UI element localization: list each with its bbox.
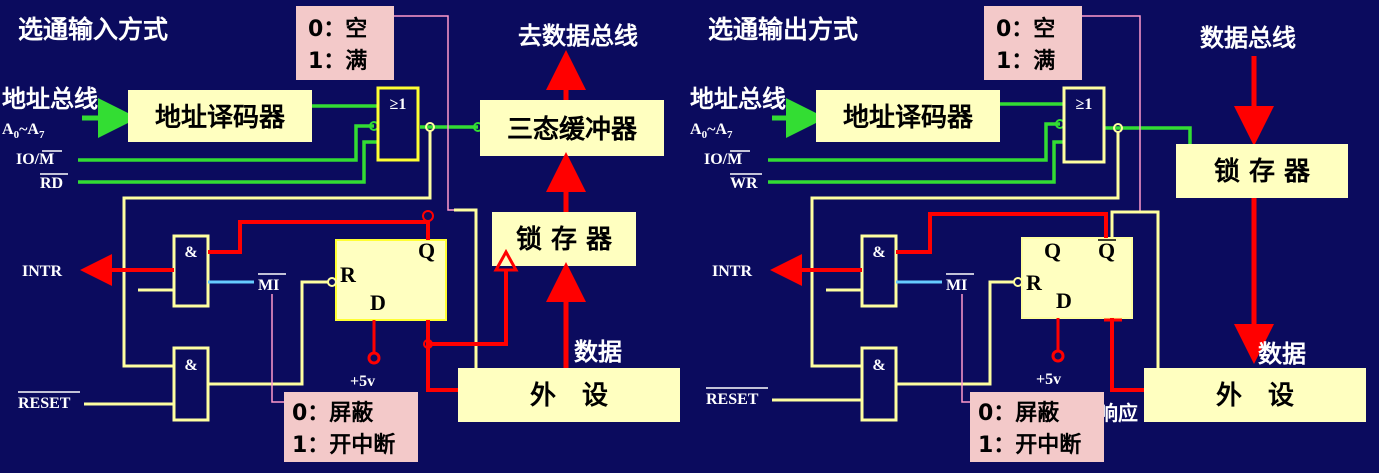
right-ff-d-label: D [1056,288,1072,313]
left-vcc-label: +5v [350,373,375,390]
left-ff-d-label: D [370,290,386,315]
left-and-gate-2-label: & [184,357,197,374]
left-tristate-buffer [480,100,664,156]
right-status-empty: 0：空 [996,16,1055,42]
right-ff-qbar-label: Q [1098,238,1115,263]
left-io-m-label: IO/M [16,151,54,168]
left-mask-label: 0：屏蔽 [292,401,374,426]
right-reset-label: RESET [706,391,759,408]
left-and-gate-1-label: & [184,244,197,261]
left-ff-r-label: R [340,262,357,287]
right-flip-flop [1021,237,1133,319]
left-address-decoder [128,90,312,142]
left-reset-label: RESET [18,395,71,412]
right-mi-label: MI [946,277,967,294]
right-status-box [984,6,1082,80]
left-peripheral-label: 外 设 [530,381,608,411]
right-wr-label: WR [730,175,758,192]
right-title: 选通输出方式 [708,15,858,44]
left-status-empty: 0：空 [308,16,367,42]
right-or-gate [1062,86,1106,164]
right-ff-r-label: R [1026,270,1043,295]
left-address-lines-label: A0~A7 [2,121,45,141]
right-address-lines-label: A0~A7 [690,121,733,141]
left-or-gate-label: ≥1 [390,96,407,113]
left-latch [492,212,636,266]
right-peripheral [1144,368,1366,422]
right-intr-label: INTR [712,263,752,280]
right-mask-box [970,392,1104,462]
right-and-gate-2-label: & [872,357,885,374]
right-and-gate-1-label: & [872,244,885,261]
right-status-full: 1：满 [996,49,1055,74]
left-or-gate [376,86,420,162]
right-address-bus-label: 地址总线 [690,85,786,113]
left-title: 选通输入方式 [18,15,168,44]
right-address-decoder [816,90,1000,142]
left-mi-label: MI [258,277,279,294]
left-and-gate-2 [172,346,210,422]
right-address-decoder-label: 地址译码器 [843,103,974,133]
left-address-decoder-label: 地址译码器 [155,103,286,133]
left-data-label: 数据 [574,338,622,366]
right-response-label: 响应 [1098,401,1138,425]
left-panel: 选通输入方式 地址总线 A0~A7 IO/M RD 地址译码器 ≥1 三态缓冲器… [2,6,680,462]
right-latch-label: 锁 存 器 [1214,156,1311,187]
left-address-bus-label: 地址总线 [2,85,98,113]
right-io-m-label: IO/M [704,151,742,168]
right-data-label: 数据 [1258,340,1306,368]
right-mask-label: 0：屏蔽 [978,401,1060,426]
left-intr-label: INTR [22,263,62,280]
right-open-int-label: 1：开中断 [978,432,1081,458]
left-status-box [296,6,394,80]
left-latch-strobe-arrow [493,248,519,272]
left-status-full: 1：满 [308,49,367,74]
right-data-bus-label: 数据总线 [1200,24,1296,52]
right-peripheral-label: 外 设 [1216,381,1294,411]
right-or-gate-label: ≥1 [1076,96,1093,113]
right-latch [1176,144,1348,198]
left-to-data-bus-label: 去数据总线 [518,22,638,50]
right-vcc-label: +5v [1036,371,1061,388]
left-ff-q-label: Q [418,238,435,263]
left-open-int-label: 1：开中断 [292,432,395,458]
left-flip-flop [335,239,447,321]
left-tristate-buffer-label: 三态缓冲器 [507,114,638,145]
left-latch-label: 锁 存 器 [516,224,613,255]
right-panel: 选通输出方式 地址总线 A0~A7 IO/M WR 地址译码器 ≥1 数据总线 … [690,6,1366,462]
left-mask-box [284,392,418,462]
right-ff-q-label: Q [1044,238,1061,263]
left-peripheral [458,368,680,422]
left-rd-label: RD [40,175,63,192]
